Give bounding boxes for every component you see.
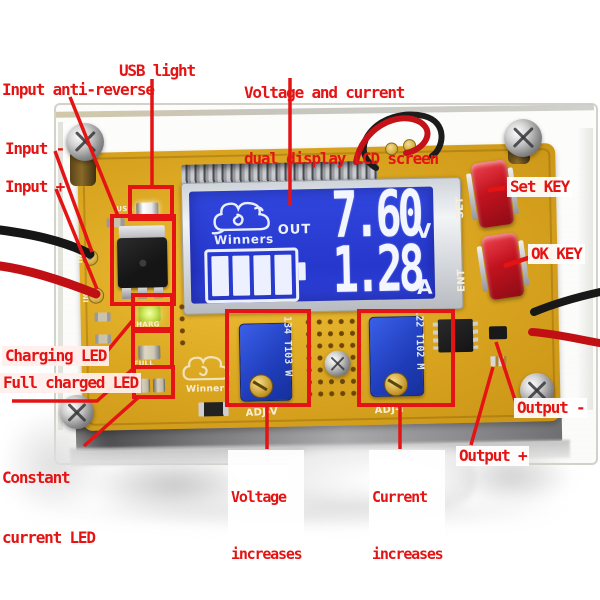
corner-screw-top-left (66, 123, 104, 161)
label-output-minus: Output - (514, 398, 588, 418)
silkscreen-set: SET (454, 196, 467, 219)
silkscreen-adj-i: ADJ-I (374, 403, 405, 417)
lcd-brand-text: Winners (213, 231, 274, 248)
battery-bar (211, 255, 230, 297)
lcd-current-unit: A (416, 274, 433, 299)
acrylic-right-edge (577, 128, 593, 410)
sot23-transistor (488, 326, 508, 340)
transistor-leg (121, 287, 132, 300)
soic-ic (437, 318, 474, 353)
battery-terminal (298, 262, 306, 281)
battery-bar (253, 255, 272, 296)
silkscreen-charg: CHARG (130, 320, 160, 329)
transistor-leg (137, 287, 148, 299)
transistor-leg (153, 287, 164, 299)
label-set-key: Set KEY (507, 177, 573, 197)
silkscreen-ent: ENT (456, 268, 468, 293)
label-constant-current-led: Constant current LED (2, 468, 96, 547)
smd-component (94, 312, 111, 322)
label-voltage-pot: Voltage increases clockwise (228, 450, 305, 600)
pcb-cloud-logo-icon (182, 356, 230, 381)
label-input-plus: Input + (5, 177, 65, 196)
voltage-pot-marking: 134 T103 W (281, 315, 294, 377)
silkscreen-in-plus: IN+ (81, 287, 91, 303)
constant-current-led (152, 378, 166, 393)
shadow (60, 498, 560, 526)
label-ok-key: OK KEY (528, 244, 585, 264)
ok-key-button (481, 231, 525, 301)
label-usb-light: USB light (119, 61, 196, 80)
smd-resistor (198, 401, 229, 417)
via-grid (176, 300, 192, 349)
usb-light-led (136, 202, 159, 216)
label-input-anti-reverse: Input anti-reverse (2, 80, 155, 99)
current-pot-marking: 122 T102 M (413, 309, 426, 370)
lcd-current-value: 1.28 (331, 231, 422, 308)
corner-screw-top-right (504, 119, 542, 157)
transistor-mark (139, 259, 147, 267)
battery-icon (204, 247, 306, 304)
label-full-charged-led: Full charged LED (0, 373, 141, 393)
lcd-module: Winners OUT 7.60 V 1.28 A (180, 176, 464, 315)
label-lcd-screen: Voltage and current dual display LCD scr… (244, 83, 439, 168)
silkscreen-in-minus: IN- (76, 250, 85, 264)
label-current-pot: Current increases clockwise (369, 450, 446, 600)
silkscreen-brand: Winners (186, 383, 231, 395)
label-input-minus: Input - (5, 139, 65, 158)
silkscreen-full: FULL (133, 359, 155, 368)
corner-screw-bottom-left (60, 395, 94, 429)
full-charged-led (138, 345, 161, 360)
winners-cloud-logo-icon (211, 201, 270, 235)
label-charging-led: Charging LED (2, 346, 110, 366)
anti-reverse-transistor (116, 237, 168, 289)
label-output-plus: Output + (456, 446, 530, 466)
silkscreen-usb: USB (116, 204, 134, 214)
output-pads (490, 356, 507, 367)
silkscreen-adj-v: ADJ-V (245, 406, 279, 420)
smd-component (94, 334, 112, 344)
lcd-screen: Winners OUT 7.60 V 1.28 A (188, 176, 436, 308)
battery-bar (232, 255, 251, 296)
battery-bar (274, 254, 293, 295)
